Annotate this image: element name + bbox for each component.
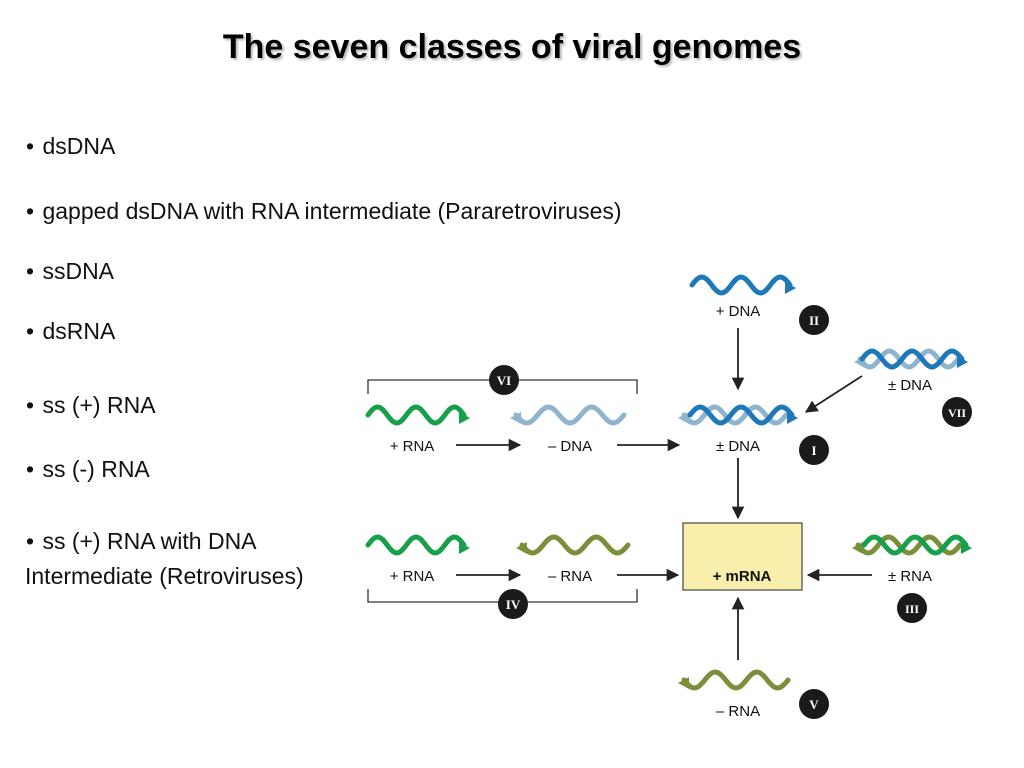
strand-minus-dna-vi — [510, 404, 627, 426]
bullet-text: ssDNA — [42, 258, 115, 284]
bullet-dot: • — [26, 198, 35, 224]
badge-ii-text: II — [809, 313, 819, 328]
bullet-dot: • — [26, 258, 35, 284]
bullet-text: gapped dsDNA with RNA intermediate (Para… — [42, 198, 622, 224]
bullet-item: • gapped dsDNA with RNA intermediate (Pa… — [26, 196, 622, 226]
badge-class-v: V — [799, 689, 829, 719]
bullet-text: ss (+) RNA — [42, 392, 156, 418]
strand-plus-dna-ii — [689, 274, 796, 296]
label-mrna: + mRNA — [713, 568, 772, 585]
badge-vi-text: VI — [497, 373, 511, 388]
badge-iii-text: III — [905, 602, 919, 616]
badge-class-iii: III — [897, 593, 927, 623]
strand-minus-rna-iv — [516, 534, 631, 556]
bullet-item: • dsDNA — [26, 131, 115, 161]
strand-dna-vii-dark — [859, 348, 968, 370]
bullet-dot: • — [26, 318, 35, 344]
bullet-dot: • — [26, 528, 35, 554]
bullet-item: • dsRNA — [26, 316, 115, 346]
bullet-dot: • — [26, 133, 35, 159]
label-pm-dna-i: ± DNA — [716, 438, 760, 455]
bullet-item: • ss (-) RNA — [26, 454, 150, 484]
label-minus-dna: – DNA — [548, 438, 592, 455]
bullet-item: • ssDNA — [26, 256, 114, 286]
bullet-item: • ss (+) RNA with DNA — [26, 526, 257, 556]
label-plus-dna: + DNA — [716, 303, 761, 320]
bullet-item: • ss (+) RNA — [26, 390, 156, 420]
mrna-box — [682, 522, 803, 591]
badge-class-vii: VII — [942, 397, 972, 427]
bullet-text: dsRNA — [42, 318, 116, 344]
badge-v-text: V — [809, 697, 819, 712]
badge-vii-text: VII — [948, 406, 966, 420]
strand-minus-rna-v — [678, 669, 791, 691]
strand-plus-rna-vi — [365, 404, 470, 426]
strand-plus-rna-iv — [365, 534, 470, 556]
bullet-dot: • — [26, 392, 35, 418]
label-plus-rna-iv: + RNA — [390, 568, 435, 585]
badge-iv-text: IV — [506, 597, 521, 612]
label-pm-rna: ± RNA — [888, 568, 932, 585]
bullet-continuation: Intermediate (Retroviruses) — [25, 563, 304, 589]
label-plus-rna-vi: + RNA — [390, 438, 435, 455]
badge-class-vi: VI — [489, 365, 519, 395]
arrow-vii-to-pm-dna — [804, 375, 863, 413]
strand-waves — [365, 274, 972, 691]
bullet-dot: • — [26, 456, 35, 482]
strand-dna-i-dark — [687, 404, 798, 426]
bullet-text: ss (-) RNA — [42, 456, 150, 482]
badge-i-text: I — [811, 443, 816, 458]
slide-title: The seven classes of viral genomes — [222, 28, 802, 66]
strand-rna-iii-plus — [861, 534, 972, 556]
badge-class-iv: IV — [498, 589, 528, 619]
bullet-text: dsDNA — [42, 133, 116, 159]
label-minus-rna-iv: – RNA — [548, 568, 592, 585]
badge-class-i: I — [799, 435, 829, 465]
label-minus-rna-v: – RNA — [716, 703, 760, 720]
badge-class-ii: II — [799, 305, 829, 335]
bullet-text: ss (+) RNA with DNA — [42, 528, 257, 554]
label-pm-dna-vii: ± DNA — [888, 377, 932, 394]
